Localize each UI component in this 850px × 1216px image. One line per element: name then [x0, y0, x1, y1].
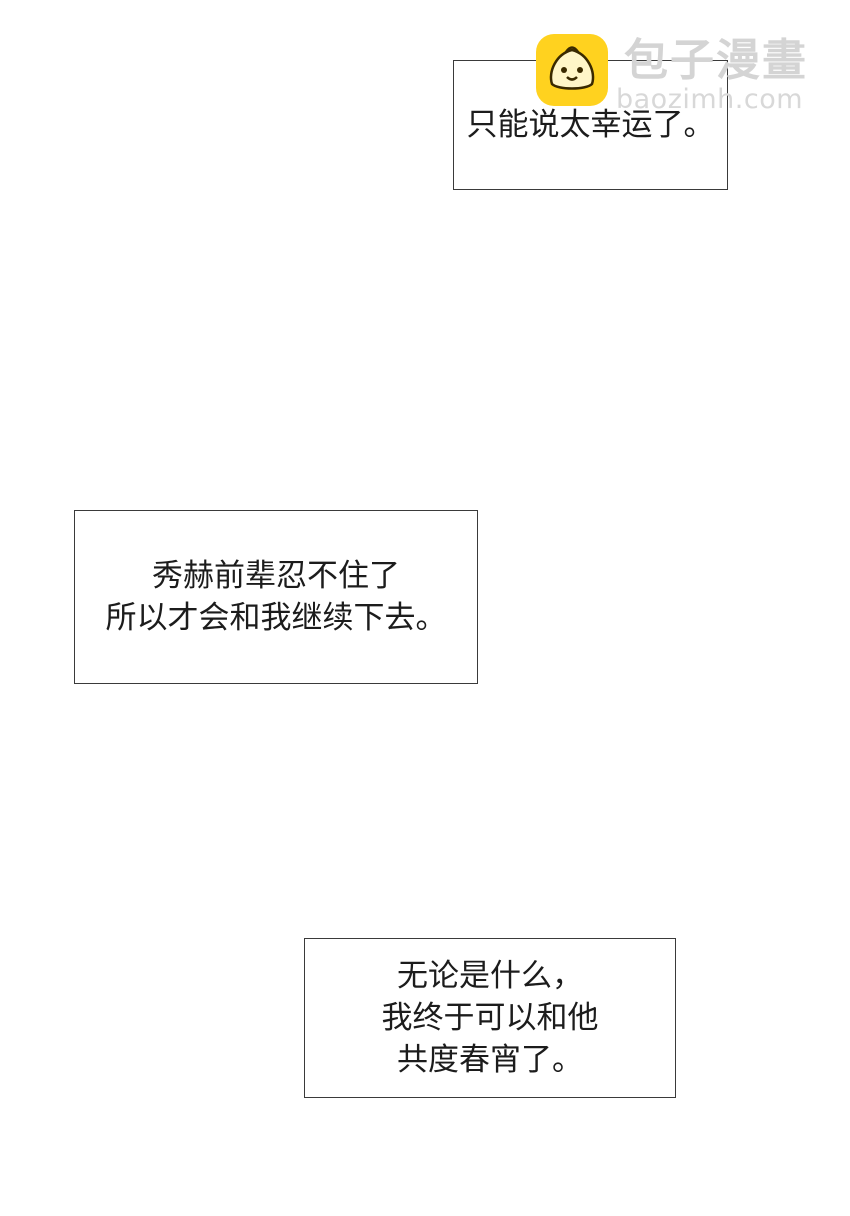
- caption-text: 所以才会和我继续下去。: [105, 600, 447, 636]
- caption-text: 我终于可以和他: [381, 1000, 599, 1036]
- caption-box-2: 秀赫前辈忍不住了 所以才会和我继续下去。: [74, 510, 478, 684]
- caption-text: 秀赫前辈忍不住了: [152, 558, 400, 594]
- watermark-brand: 包子漫畫: [624, 35, 808, 86]
- watermark-logo: [536, 34, 608, 106]
- caption-box-3: 无论是什么， 我终于可以和他 共度春宵了。: [304, 938, 676, 1098]
- caption-text: 只能说太幸运了。: [466, 107, 715, 143]
- watermark: 包子漫畫 baozimh.com: [536, 34, 836, 118]
- bun-mascot-icon: [549, 46, 595, 90]
- watermark-domain: baozimh.com: [616, 84, 804, 115]
- caption-text: 共度春宵了。: [397, 1042, 583, 1078]
- caption-text: 无论是什么，: [397, 958, 583, 994]
